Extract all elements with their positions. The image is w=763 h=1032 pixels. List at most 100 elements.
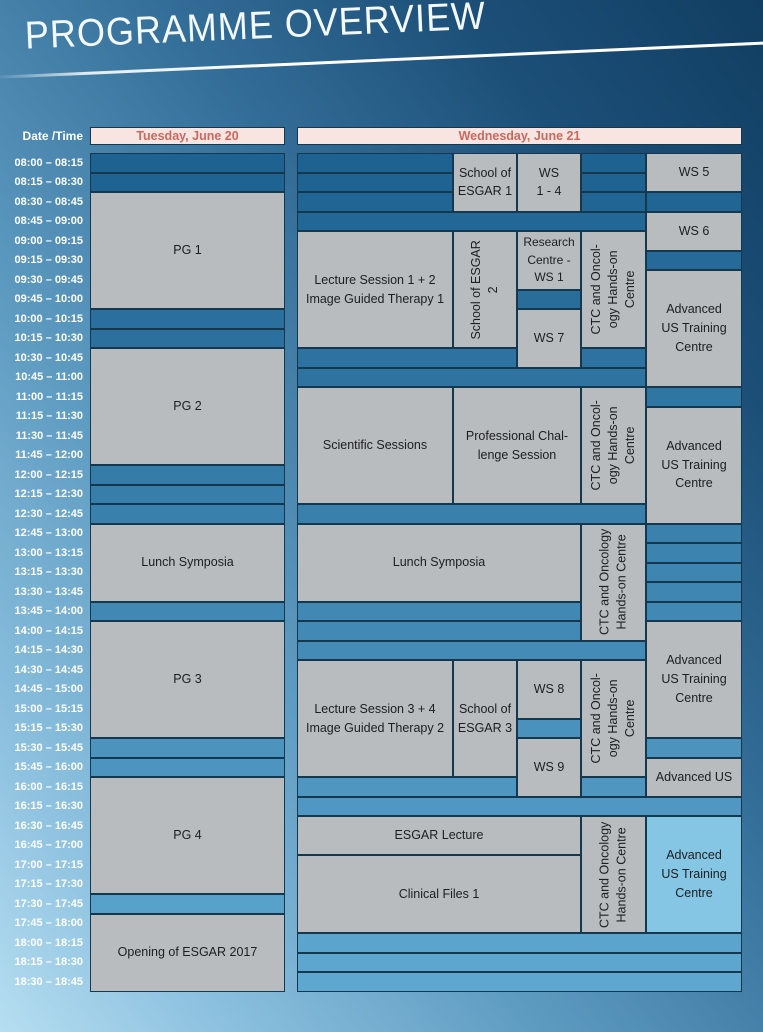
- session-block: WS 5: [646, 153, 742, 192]
- session-block: Advanced US: [646, 757, 742, 797]
- time-label: 15:15 – 15:30: [14, 722, 84, 735]
- empty-slot-cell: [646, 562, 742, 582]
- session-block: WS 6: [646, 211, 742, 251]
- session-block: Advanced US Training Centre: [646, 270, 742, 387]
- empty-slot-cell: [297, 172, 453, 192]
- session-label: WS 9: [533, 759, 565, 774]
- empty-slot-cell: [90, 153, 285, 173]
- time-label: 09:15 – 09:30: [14, 254, 84, 267]
- session-block: PG 1: [90, 192, 285, 309]
- time-label: 16:00 – 16:15: [14, 780, 84, 793]
- session-label: PG 3: [173, 672, 202, 687]
- empty-slot-cell: [90, 328, 285, 348]
- time-label: 17:45 – 18:00: [14, 917, 84, 930]
- empty-slot-cell: [297, 348, 517, 368]
- session-block: Opening of ESGAR 2017: [90, 913, 285, 992]
- time-label: 13:00 – 13:15: [14, 546, 84, 559]
- session-block: ESGAR Lecture: [297, 816, 581, 855]
- empty-slot-cell: [297, 367, 646, 387]
- time-label: 13:30 – 13:45: [14, 585, 84, 598]
- time-label: 15:45 – 16:00: [14, 761, 84, 774]
- empty-slot-cell: [90, 465, 285, 485]
- time-label: 11:45 – 12:00: [15, 449, 83, 462]
- time-label: 08:00 – 08:15: [14, 156, 84, 169]
- session-label: Advanced US Training Centre: [661, 302, 727, 354]
- time-label: 08:15 – 08:30: [14, 176, 84, 189]
- time-label: 12:15 – 12:30: [14, 488, 84, 501]
- empty-slot-cell: [90, 894, 285, 914]
- session-block: Lecture Session 1 + 2 Image Guided Thera…: [297, 231, 453, 348]
- session-block: Scientific Sessions: [297, 387, 453, 504]
- time-label: 15:30 – 15:45: [14, 741, 84, 754]
- empty-slot-cell: [297, 153, 453, 173]
- time-label: 08:30 – 08:45: [14, 195, 84, 208]
- day-header-wednesday: Wednesday, June 21: [297, 127, 742, 145]
- session-label: Research Centre - WS 1: [523, 235, 575, 284]
- session-block: PG 2: [90, 348, 285, 465]
- empty-slot-cell: [297, 192, 453, 212]
- time-label: 10:45 – 11:00: [15, 371, 83, 384]
- time-label: 08:45 – 09:00: [14, 215, 84, 228]
- empty-slot-cell: [646, 387, 742, 407]
- session-label: Scientific Sessions: [322, 438, 428, 453]
- session-label: ESGAR Lecture: [394, 828, 484, 843]
- session-label: Clinical Files 1: [398, 886, 480, 901]
- session-block: PG 4: [90, 777, 285, 894]
- time-label: 14:45 – 15:00: [14, 683, 84, 696]
- tuesday-column: PG 1 PG 2 Lunch Symposia PG 3 PG 4 Opening of…: [90, 153, 285, 992]
- session-label: School of ESGAR 3: [457, 701, 513, 735]
- time-label: 14:00 – 14:15: [14, 624, 84, 637]
- session-label: Lecture Session 1 + 2 Image Guided Thera…: [305, 272, 445, 306]
- session-block: CTC and Oncol- ogy Hands-on Centre: [581, 387, 646, 504]
- time-label: 10:15 – 10:30: [14, 332, 84, 345]
- time-label: 13:15 – 13:30: [14, 566, 84, 579]
- session-block: Advanced US Training Centre: [646, 621, 742, 738]
- empty-slot-cell: [646, 738, 742, 758]
- session-label: Professional Chal- lenge Session: [465, 428, 569, 462]
- time-label: 15:00 – 15:15: [14, 702, 84, 715]
- empty-slot-cell: [90, 757, 285, 777]
- time-label: 12:00 – 12:15: [14, 468, 84, 481]
- session-label: Lecture Session 3 + 4 Image Guided Thera…: [305, 701, 445, 735]
- empty-slot-cell: [297, 952, 742, 972]
- time-label: 12:45 – 13:00: [14, 527, 84, 540]
- session-block: WS 1 - 4: [517, 153, 581, 212]
- session-label: CTC and Oncology Hands-on Centre: [597, 528, 629, 636]
- session-label: Lunch Symposia: [141, 555, 234, 570]
- session-block: School of ESGAR 1: [453, 153, 517, 212]
- session-block: Professional Chal- lenge Session: [453, 387, 581, 504]
- time-label: 13:45 – 14:00: [14, 605, 84, 618]
- session-block: WS 8: [517, 660, 581, 719]
- session-label: School of ESGAR 1: [457, 165, 513, 199]
- time-label: 09:30 – 09:45: [14, 273, 84, 286]
- session-label: CTC and Oncol- ogy Hands-on Centre: [589, 673, 637, 764]
- session-label: Advanced US Training Centre: [661, 653, 727, 705]
- date-time-corner-label: Date /Time: [22, 129, 83, 143]
- session-label: CTC and Oncol- ogy Hands-on Centre: [589, 400, 637, 491]
- session-label: Opening of ESGAR 2017: [117, 945, 258, 960]
- session-block: Lecture Session 3 + 4 Image Guided Thera…: [297, 660, 453, 777]
- time-label: 10:00 – 10:15: [14, 312, 84, 325]
- empty-slot-cell: [297, 777, 517, 797]
- time-label: 11:15 – 11:30: [15, 410, 83, 423]
- empty-slot-cell: [646, 250, 742, 270]
- session-label: Lunch Symposia: [392, 555, 486, 570]
- session-block: Lunch Symposia: [90, 523, 285, 602]
- session-block: CTC and Oncology Hands-on Centre: [581, 816, 646, 933]
- empty-slot-cell: [90, 601, 285, 621]
- session-label: Advanced US Training Centre: [661, 438, 727, 491]
- session-block: School of ESGAR 3: [453, 660, 517, 777]
- time-label: 18:30 – 18:45: [14, 975, 84, 988]
- time-label: 14:15 – 14:30: [14, 644, 84, 657]
- session-label: CTC and Oncol- ogy Hands-on Centre: [589, 244, 637, 335]
- empty-slot-cell: [90, 172, 285, 192]
- session-block: Advanced US Training Centre: [646, 816, 742, 933]
- empty-slot-cell: [90, 309, 285, 329]
- session-block: Advanced US Training Centre: [646, 406, 742, 524]
- session-block: PG 3: [90, 621, 285, 738]
- empty-slot-cell: [517, 289, 581, 309]
- session-label: WS 6: [678, 223, 710, 238]
- empty-slot-cell: [297, 972, 742, 992]
